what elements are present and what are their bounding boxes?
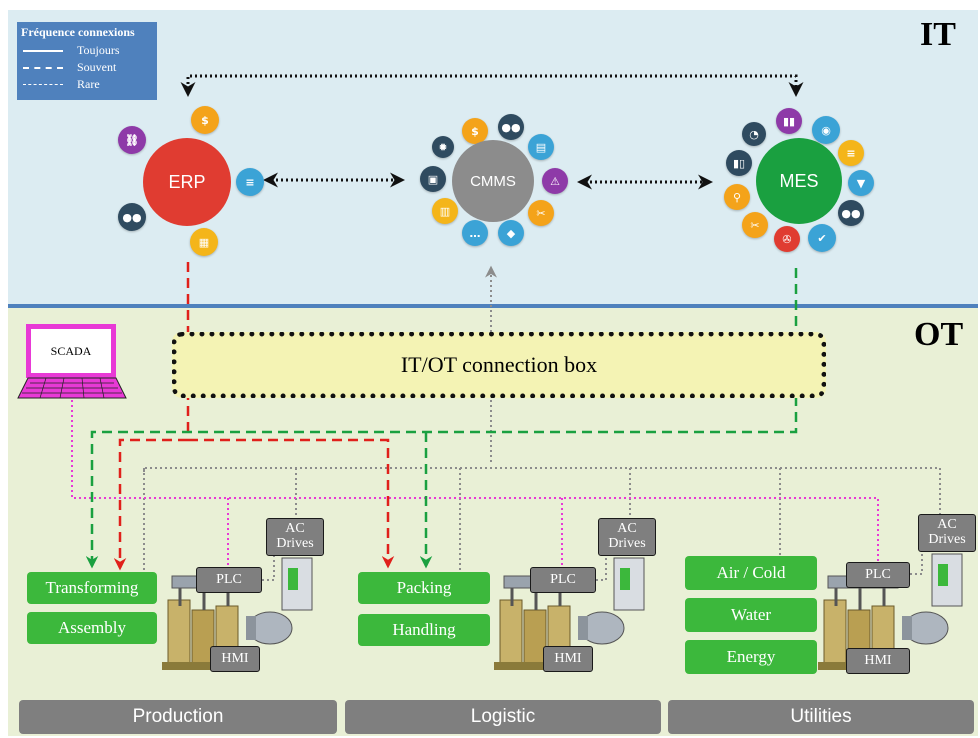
box-icon: ◆ (498, 220, 524, 246)
ot-zone-label: OT (914, 316, 964, 353)
legend-fine-dashed-line (23, 84, 63, 85)
link-icon: ⛓ (118, 126, 146, 154)
plc-drive-link-production (262, 552, 275, 581)
calendar-icon: ▦ (190, 228, 218, 256)
calculator-icon: ▤ (528, 134, 554, 160)
legend-dashed-line (23, 67, 63, 69)
process-air-cold: Air / Cold (685, 556, 817, 590)
drive-cabinet-icon (613, 557, 645, 611)
ac-drives-production: AC Drives (266, 518, 324, 556)
ac-drives-utilities: AC Drives (918, 514, 976, 552)
legend-item-solid: Toujours (17, 43, 157, 57)
hmi-utilities: HMI (846, 648, 910, 674)
scada-label: SCADA (50, 343, 92, 358)
legend-item-dashed: Souvent (17, 60, 157, 74)
legend-item-label: Rare (77, 77, 100, 91)
users-icon: ●● (498, 114, 524, 140)
scada-laptop-screen: SCADA (26, 324, 116, 378)
section-production: Production (19, 700, 337, 734)
report-icon: ≡ (236, 168, 264, 196)
plc-utilities: PLC (846, 562, 910, 588)
section-logistic: Logistic (345, 700, 661, 734)
mes-green-link (85, 268, 798, 569)
cmms-label: CMMS (470, 172, 516, 190)
mes-label: MES (779, 170, 819, 191)
chart-icon: ▮▮ (776, 108, 802, 134)
process-energy: Energy (685, 640, 817, 674)
plc-logistic: PLC (530, 567, 596, 593)
tools-icon: ✂ (742, 212, 768, 238)
ot-network-bus (143, 467, 941, 514)
it-ot-connection-box: IT/OT connection box (172, 332, 826, 398)
hmi-logistic: HMI (543, 646, 593, 672)
checkmark-icon: ✔ (808, 224, 836, 252)
it-zone-label: IT (920, 16, 956, 53)
scada-link (71, 400, 879, 566)
process-packing: Packing (358, 572, 490, 604)
legend-title: Fréquence connexions (21, 25, 135, 39)
erp-mes-link (180, 74, 804, 97)
legend-solid-line (23, 50, 63, 52)
laptop-icon (17, 377, 127, 399)
process-transforming: Transforming (27, 572, 157, 604)
warning-icon: ⚠ (542, 168, 568, 194)
microscope-icon: ✇ (774, 226, 800, 252)
users-icon: ●● (118, 203, 146, 231)
plc-production: PLC (196, 567, 262, 593)
pie-icon: ◔ (742, 122, 766, 146)
bar-chart-icon: ▮▯ (726, 150, 752, 176)
erp-red-link-logistic (188, 438, 395, 569)
ac-drives-logistic: AC Drives (598, 518, 656, 556)
drive-cabinet-icon (281, 557, 313, 611)
chat-icon: … (462, 220, 488, 246)
gear-icon: ✹ (432, 136, 454, 158)
filter-icon: ▼ (848, 170, 874, 196)
process-water: Water (685, 598, 817, 632)
search-icon: ⚲ (724, 184, 750, 210)
tools-icon: ✂ (528, 200, 554, 226)
users-icon: ●● (838, 200, 864, 226)
dollar-icon: $ (462, 118, 488, 144)
legend: Fréquence connexions Toujours Souvent Ra… (17, 22, 157, 100)
engineer-icon: ◉ (812, 116, 840, 144)
legend-item-label: Toujours (77, 43, 120, 57)
chip-icon: ▣ (420, 166, 446, 192)
erp-hub: ERP (143, 138, 231, 226)
erp-red-link-production (113, 438, 188, 571)
drive-cabinet-icon (931, 553, 963, 607)
legend-item-fine-dashed: Rare (17, 77, 157, 91)
mes-hub: MES (756, 138, 842, 224)
dollar-icon: $ (191, 106, 219, 134)
presentation-icon: ▥ (432, 198, 458, 224)
erp-label: ERP (168, 171, 206, 192)
legend-item-label: Souvent (77, 60, 117, 74)
process-assembly: Assembly (27, 612, 157, 644)
it-ot-divider (8, 304, 978, 308)
plc-drive-link-logistic (596, 552, 607, 581)
hmi-production: HMI (210, 646, 260, 672)
section-utilities: Utilities (668, 700, 974, 734)
cmms-hub: CMMS (452, 140, 534, 222)
report-icon: ≡ (838, 140, 864, 166)
connection-box-label: IT/OT connection box (400, 352, 598, 377)
process-handling: Handling (358, 614, 490, 646)
plc-drive-link-utilities (910, 550, 923, 575)
